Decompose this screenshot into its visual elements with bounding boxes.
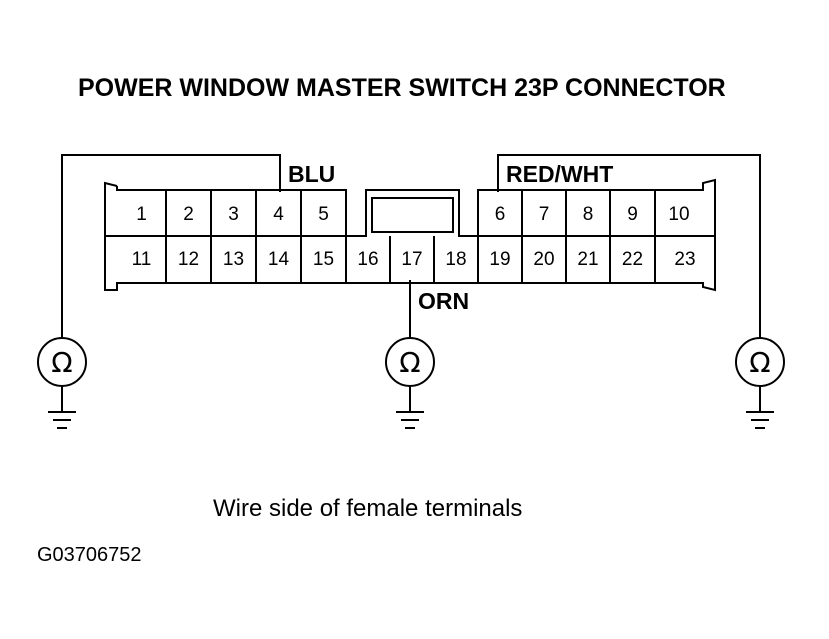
ground-icon [48,386,76,429]
caption: Wire side of female terminals [213,495,522,522]
pin-label: 23 [674,249,695,270]
red-wht-label: RED/WHT [506,161,613,187]
pin-label: 10 [668,204,689,225]
pin-label: 22 [622,249,643,270]
orn-label: ORN [418,288,469,314]
pin-label: 15 [313,249,334,270]
ohm-icon: Ω [399,346,420,379]
pin-label: 18 [445,249,466,270]
lock-tab [365,189,460,204]
red-wht-wire [497,154,761,338]
ohmmeter: Ω [385,337,435,429]
ohm-icon: Ω [51,346,72,379]
pin-label: 16 [357,249,378,270]
pin-label: 13 [223,249,244,270]
diagram-title: POWER WINDOW MASTER SWITCH 23P CONNECTOR [78,74,726,102]
ohmmeter: Ω [735,337,785,429]
figure-id: G03706752 [37,544,142,566]
pin-label: 11 [132,249,152,270]
ground-icon [396,386,424,429]
cell-dividers [165,190,656,283]
pin-label: 19 [489,249,510,270]
pin-label: 14 [268,249,290,270]
pin-label: 6 [495,204,506,225]
pin-label: 17 [401,249,422,270]
pin-label: 20 [533,249,554,270]
pin-label: 21 [577,249,598,270]
blu-wire [61,154,281,338]
connector-body [104,178,716,292]
ohmmeter: Ω [37,337,87,429]
connector-outline [104,178,716,292]
wire-traces [61,154,761,338]
pin-label: 9 [627,204,638,225]
pin-label: 7 [539,204,550,225]
ohm-icon: Ω [749,346,770,379]
blu-label: BLU [288,161,335,187]
pin-label: 12 [178,249,199,270]
pin-label: 5 [318,204,329,225]
lock-tab-inner [371,197,454,233]
pin-label: 8 [583,204,594,225]
pin-label: 2 [183,204,194,225]
pin-label: 3 [228,204,239,225]
pin-label: 4 [273,204,284,225]
pin-label: 1 [136,204,147,225]
ground-icon [746,386,774,429]
